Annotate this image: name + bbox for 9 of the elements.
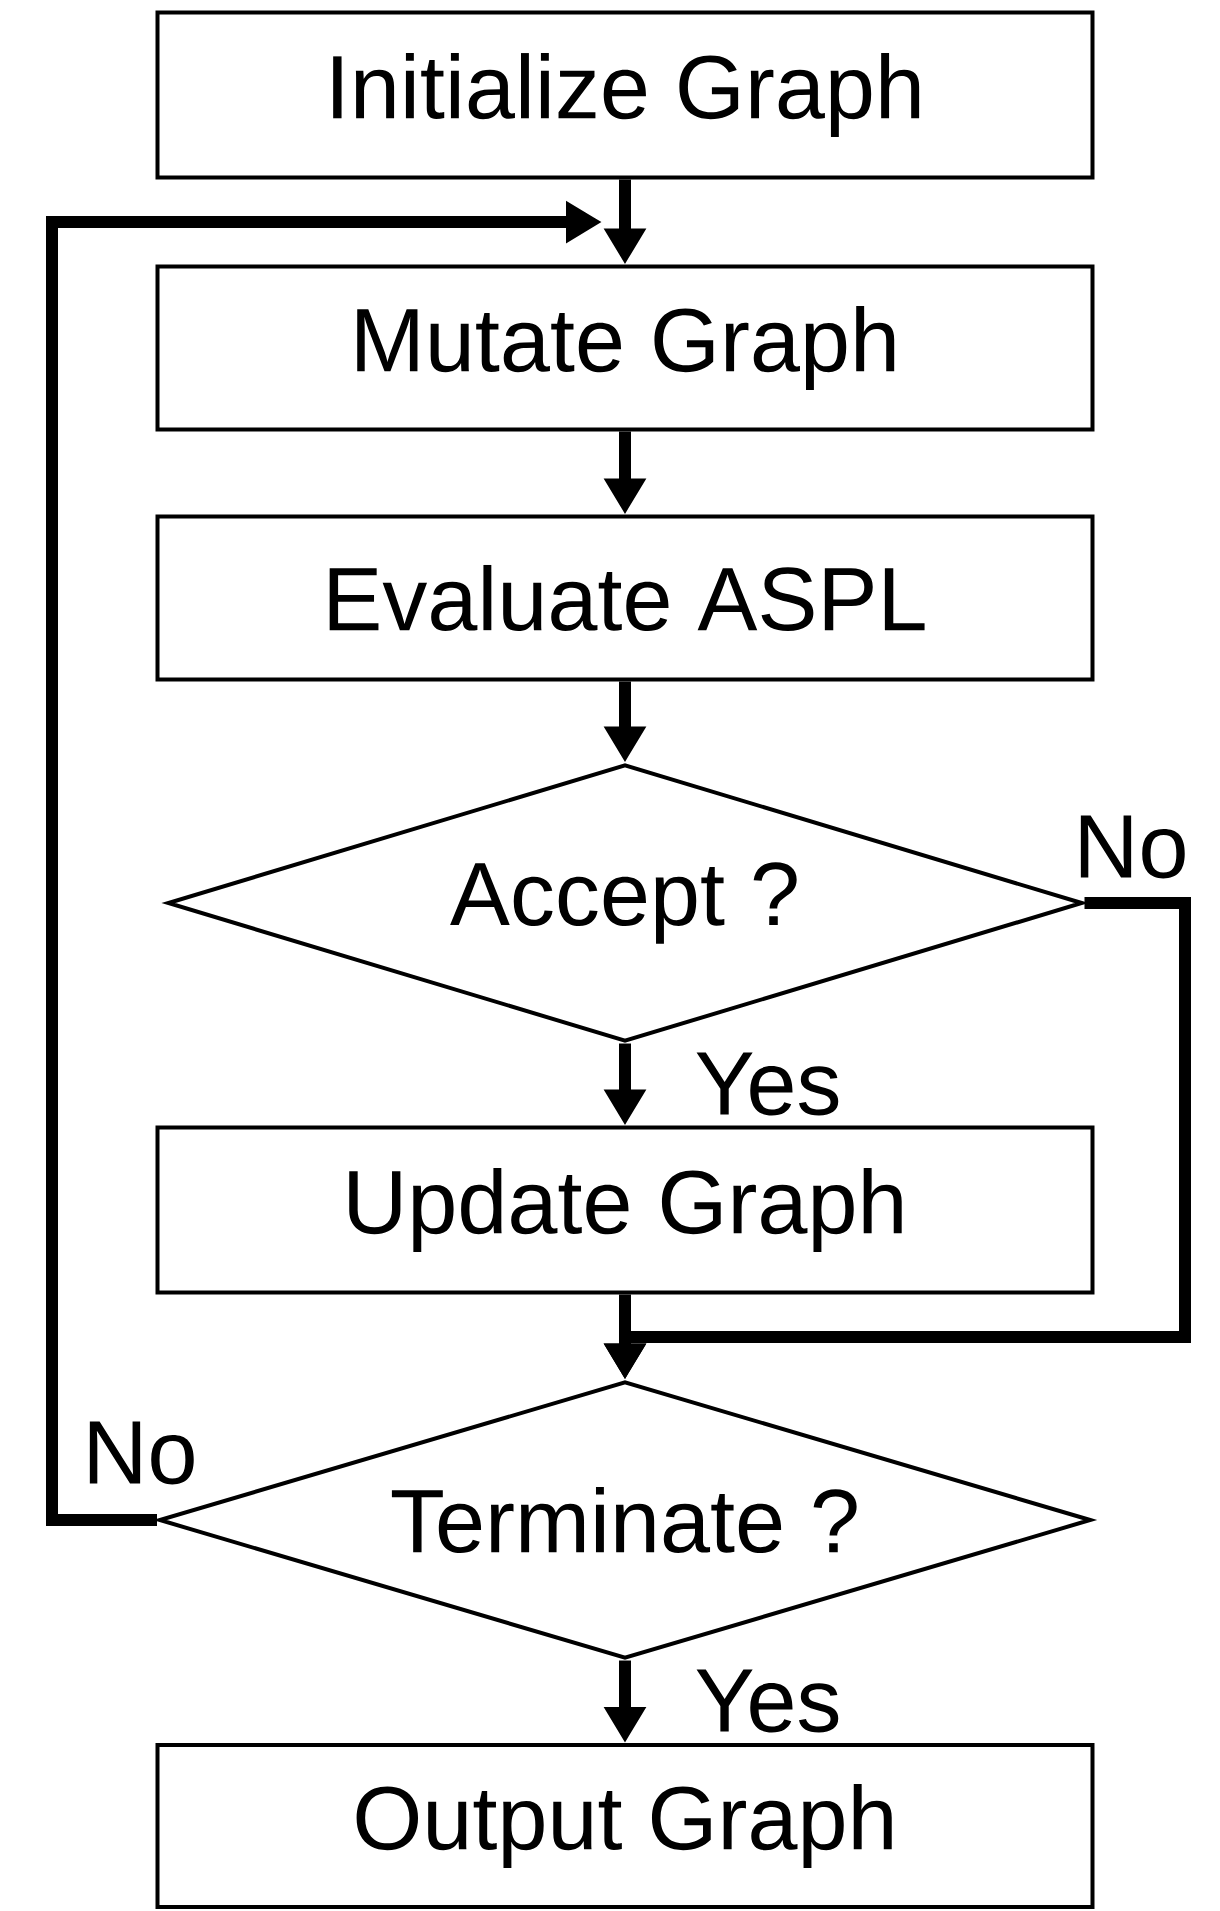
edge-label: No — [1071, 813, 1191, 881]
process-box: Initialize Graph — [155, 10, 1095, 180]
edge-label: Yes — [692, 1667, 844, 1735]
process-box: Evaluate ASPL — [155, 514, 1095, 682]
process-box: Output Graph — [155, 1743, 1095, 1909]
process-box: Update Graph — [155, 1125, 1095, 1295]
process-box: Mutate Graph — [155, 264, 1095, 432]
edge-label: No — [80, 1419, 200, 1487]
edge-label: Yes — [692, 1050, 844, 1118]
